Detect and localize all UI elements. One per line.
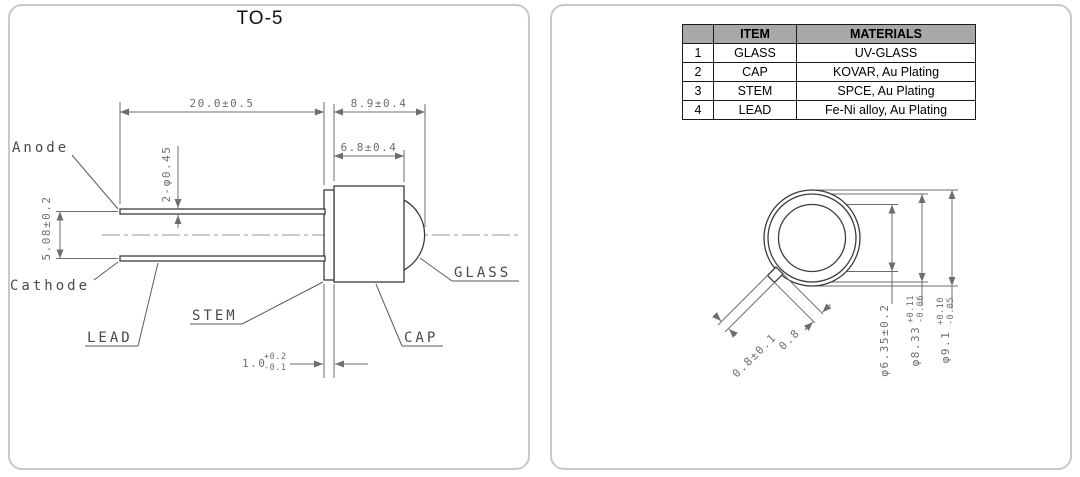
package-bottom-view	[763, 189, 861, 287]
dim-lead-pitch: 5.08±0.2	[40, 196, 118, 261]
dim-lead-diameter-text: 2-φ0.45	[160, 146, 173, 203]
cathode-leader	[93, 261, 119, 281]
table-header-item: ITEM	[713, 24, 797, 44]
dim-cap-tol-minus-text: -0.06	[916, 295, 926, 323]
part-labels: Anode Cathode LEAD STEM CAP GLASS	[10, 140, 519, 347]
table-row: 2 CAP KOVAR, Au Plating	[682, 62, 976, 82]
dim-lead-pitch-text: 5.08±0.2	[40, 196, 53, 261]
dim-tab-width-text: 0.8±0.1	[730, 331, 779, 380]
dim-stem-tol-minus-text: -0.1	[264, 363, 286, 373]
anode-label: Anode	[12, 140, 69, 156]
stem-leader	[241, 281, 324, 325]
table-header-row: ITEM MATERIALS	[682, 24, 976, 44]
dim-flange-diameter-text: φ9.1	[939, 331, 952, 364]
glass-circle	[777, 203, 847, 273]
anode-lead-outline	[119, 208, 326, 215]
lead-label: LEAD	[87, 330, 133, 346]
stem-outline	[323, 189, 335, 281]
dim-stem-tol-plus-text: +0.2	[264, 352, 286, 362]
dim-tab-width: 0.8±0.1	[712, 275, 779, 380]
row-material: SPCE, Au Plating	[796, 81, 976, 101]
glass-leader	[419, 257, 453, 282]
row-material: KOVAR, Au Plating	[796, 62, 976, 82]
dim-cap-length: 6.8±0.4	[334, 141, 405, 182]
row-material: Fe-Ni alloy, Au Plating	[796, 100, 976, 120]
dim-cap-diameter-text: φ8.33	[909, 326, 922, 367]
row-item: GLASS	[713, 43, 797, 63]
dim-lead-length: 20.0±0.5	[119, 97, 325, 204]
table-row: 3 STEM SPCE, Au Plating	[682, 81, 976, 101]
dim-lead-diameter: 2-φ0.45	[160, 146, 182, 228]
materials-table: ITEM MATERIALS 1 GLASS UV-GLASS 2 CAP KO…	[682, 24, 976, 120]
dim-cap-length-text: 6.8±0.4	[341, 141, 398, 154]
cap-leader	[375, 283, 403, 347]
row-item: CAP	[713, 62, 797, 82]
row-material: UV-GLASS	[796, 43, 976, 63]
package-title: TO-5	[236, 8, 284, 29]
dim-cap-tol-plus-text: +0.11	[906, 295, 916, 323]
table-row: 1 GLASS UV-GLASS	[682, 43, 976, 63]
dim-flange-diameter: φ9.1 +0.10 -0.05	[936, 190, 956, 363]
anode-leader	[71, 154, 119, 210]
bottom-view-panel: ITEM MATERIALS 1 GLASS UV-GLASS 2 CAP KO…	[550, 4, 1072, 470]
diameter-extension-lines	[815, 189, 958, 287]
glass-dome-outline	[403, 199, 426, 271]
stem-label: STEM	[192, 308, 238, 324]
dim-total-length-text: 8.9±0.4	[351, 97, 408, 110]
bottom-view-drawing: 0.8±0.1 0.8 φ6.35±0.2 φ8.33 +0.11 -0.06	[712, 189, 958, 380]
cap-outline	[333, 185, 405, 283]
dim-glass-diameter-text: φ6.35±0.2	[878, 303, 891, 376]
dim-total-length: 8.9±0.4	[333, 97, 426, 227]
dim-stem-thickness: 1.0 +0.2 -0.1	[242, 284, 368, 378]
cathode-lead-outline	[119, 255, 326, 262]
dim-lead-length-text: 20.0±0.5	[190, 97, 255, 110]
glass-label: GLASS	[454, 265, 511, 281]
table-header-materials: MATERIALS	[796, 24, 976, 44]
dim-stem-thickness-text: 1.0	[242, 357, 266, 370]
dim-flange-tol-minus-text: -0.05	[946, 297, 956, 325]
cap-label: CAP	[404, 330, 438, 346]
dim-cap-diameter: φ8.33 +0.11 -0.06	[906, 194, 926, 366]
side-view-panel: TO-5 20.0±0.5	[8, 4, 530, 470]
lead-leader	[137, 262, 159, 347]
led-outline	[119, 185, 426, 283]
dim-flange-tol-plus-text: +0.10	[936, 297, 946, 325]
row-item: LEAD	[713, 100, 797, 120]
table-row: 4 LEAD Fe-Ni alloy, Au Plating	[682, 100, 976, 120]
cathode-label: Cathode	[10, 278, 90, 294]
dim-glass-diameter: φ6.35±0.2	[878, 204, 896, 377]
side-view-drawing: 20.0±0.5 8.9±0.4 6.8±0.4 2-φ0.45	[10, 97, 522, 378]
dim-tab-length-text: 0.8	[776, 326, 802, 352]
